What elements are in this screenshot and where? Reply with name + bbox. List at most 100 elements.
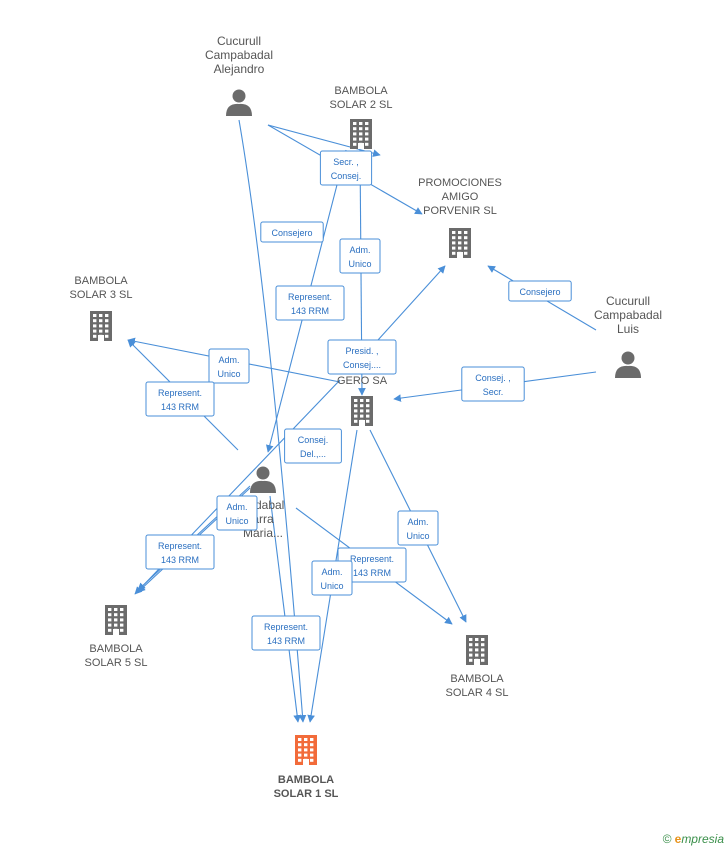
building-window	[298, 738, 302, 741]
edge-label-text: Consejero	[271, 228, 312, 238]
person-head	[232, 89, 246, 103]
edge-label[interactable]: Consej.Del.,...	[284, 428, 342, 464]
edge-label[interactable]: Consej. ,Secr.	[461, 366, 525, 402]
brand-logo-letter: e	[674, 832, 682, 846]
person-icon	[250, 466, 276, 493]
building-window	[360, 414, 364, 418]
edge-label-text: Adm.	[321, 567, 342, 577]
building-window	[304, 738, 308, 741]
building-window	[99, 314, 103, 317]
building-window	[481, 658, 485, 662]
edge-label[interactable]: Consejero	[508, 280, 572, 302]
building-window	[120, 613, 124, 617]
edge-label[interactable]: Adm.Unico	[397, 510, 439, 546]
node-label: PROMOCIONES	[418, 177, 502, 189]
node-label: SOLAR 1 SL	[274, 788, 339, 800]
building-window	[298, 758, 302, 762]
building-door	[113, 629, 119, 635]
building-door	[303, 759, 309, 765]
building-window	[120, 608, 124, 611]
node-promo[interactable]: PROMOCIONES AMIGO PORVENIR SL	[418, 177, 502, 258]
edge-alejandro-to-bs2	[267, 124, 381, 157]
building-window	[475, 653, 479, 657]
building-window	[108, 623, 112, 627]
edge-label-text: 143 RRM	[353, 568, 391, 578]
edge-label[interactable]: Consejero	[260, 221, 324, 243]
edge-label[interactable]: Represent.143 RRM	[251, 615, 321, 651]
edge-alejandro-to-bs1	[238, 119, 307, 723]
edge-label[interactable]: Adm. Unico	[311, 560, 353, 596]
edge-label-text: Represent.	[158, 388, 202, 398]
building-window	[481, 638, 485, 641]
building-window	[93, 329, 97, 333]
building-window	[366, 409, 370, 413]
building-window	[469, 638, 473, 641]
edge-label[interactable]: Represent.143 RRM	[275, 285, 345, 321]
building-window	[365, 137, 369, 141]
node-label: Luis	[617, 322, 639, 336]
node-label: BAMBOLA	[74, 275, 128, 287]
person-body	[250, 480, 276, 493]
building-window	[114, 618, 118, 622]
building-window	[354, 399, 358, 402]
building-window	[114, 613, 118, 617]
edge-label-box	[275, 285, 345, 321]
edge-label[interactable]: Represent.143 RRM	[337, 547, 407, 583]
edge-label[interactable]: Adm.Unico	[208, 348, 250, 384]
building-window	[366, 414, 370, 418]
node-label: Campabadal	[205, 48, 273, 62]
building-window	[365, 127, 369, 131]
edge-label[interactable]: Presid. ,Consej....	[327, 339, 397, 375]
node-label: Cucurull	[606, 294, 650, 308]
building-window	[365, 122, 369, 125]
node-label: AMIGO	[442, 191, 479, 203]
building-window	[365, 142, 369, 146]
person-icon	[226, 89, 252, 116]
building-window	[304, 743, 308, 747]
edge-label-text: 143 RRM	[161, 402, 199, 412]
building-window	[354, 414, 358, 418]
edge-label[interactable]: Adm.Unico	[339, 238, 381, 274]
building-window	[99, 324, 103, 328]
building-icon	[295, 735, 317, 765]
building-window	[353, 122, 357, 125]
edge-label-text: Unico	[225, 516, 248, 526]
building-window	[452, 251, 456, 255]
building-window	[359, 132, 363, 136]
person-icon	[615, 351, 641, 378]
building-window	[360, 409, 364, 413]
building-window	[304, 748, 308, 752]
edge-label-text: Secr.	[483, 387, 504, 397]
building-window	[452, 246, 456, 250]
edge-label-text: Adm.	[349, 245, 370, 255]
footer-brand[interactable]: © empresia	[662, 832, 724, 846]
edge-label[interactable]: Secr. ,Consej.	[319, 150, 373, 186]
node-label: PORVENIR SL	[423, 205, 497, 217]
building-window	[366, 419, 370, 423]
building-window	[298, 748, 302, 752]
edge-central-to-promo	[377, 265, 446, 341]
node-label: GERO SA	[337, 375, 388, 387]
building-window	[120, 628, 124, 632]
building-icon	[105, 605, 127, 635]
building-window	[452, 236, 456, 240]
building-window	[298, 743, 302, 747]
building-window	[354, 409, 358, 413]
edge-label[interactable]: Represent.143 RRM	[145, 534, 215, 570]
building-window	[354, 419, 358, 423]
edge-label-box	[397, 510, 439, 546]
edge-label[interactable]: Represent. 143 RRM	[145, 381, 215, 417]
edge-label[interactable]: Adm.Unico	[216, 495, 258, 531]
node-label: Alejandro	[214, 62, 265, 76]
edge-label-text: Unico	[320, 581, 343, 591]
edge-label-text: Secr. ,	[333, 157, 359, 167]
edge-label-text: Del.,...	[300, 449, 326, 459]
building-window	[99, 319, 103, 323]
